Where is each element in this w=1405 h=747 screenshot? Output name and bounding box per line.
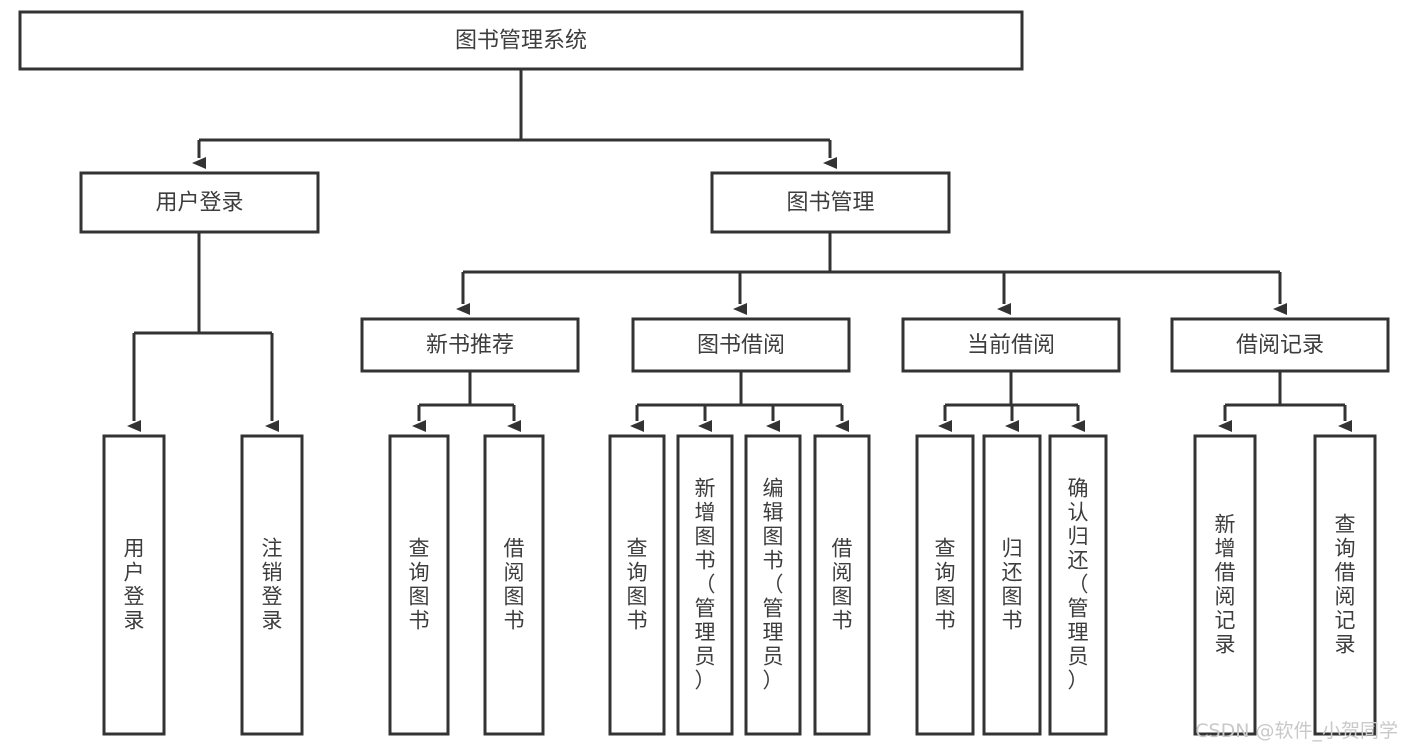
- node-box-leaf-query-book-3[interactable]: [915, 434, 975, 736]
- node-book-borrow[interactable]: 图书借阅: [631, 317, 851, 373]
- node-label-leaf-add-borrow-record: 新增借阅记录: [1215, 513, 1236, 657]
- node-label-leaf-logout: 注销登录: [262, 537, 283, 633]
- node-box-borrow-records[interactable]: [1170, 317, 1390, 373]
- node-box-leaf-logout[interactable]: [240, 434, 304, 736]
- node-leaf-query-book-2[interactable]: 查询图书: [608, 434, 666, 736]
- node-root[interactable]: 图书管理系统: [18, 10, 1024, 71]
- node-leaf-query-borrow-record[interactable]: 查询借阅记录: [1313, 434, 1377, 736]
- node-box-leaf-user-login[interactable]: [102, 434, 166, 736]
- node-box-leaf-confirm-return-admin[interactable]: [1048, 434, 1108, 736]
- node-user-login[interactable]: 用户登录: [79, 171, 320, 234]
- connector-layer: [127, 69, 1352, 432]
- node-leaf-user-login[interactable]: 用户登录: [102, 434, 166, 736]
- node-label-leaf-borrow-book-2: 借阅图书: [832, 537, 853, 633]
- node-leaf-logout[interactable]: 注销登录: [240, 434, 304, 736]
- node-label-book-borrow: 图书借阅: [697, 333, 785, 358]
- node-leaf-borrow-book-2[interactable]: 借阅图书: [813, 434, 871, 736]
- node-book-management[interactable]: 图书管理: [710, 171, 951, 234]
- node-label-leaf-confirm-return-admin: 确认归还（管理员）: [1068, 477, 1089, 693]
- node-leaf-borrow-book-1[interactable]: 借阅图书: [483, 434, 545, 736]
- node-label-current-borrow: 当前借阅: [967, 333, 1055, 358]
- node-label-leaf-borrow-book-1: 借阅图书: [504, 537, 525, 633]
- node-box-current-borrow[interactable]: [901, 317, 1121, 373]
- node-box-leaf-return-book[interactable]: [982, 434, 1042, 736]
- node-box-leaf-edit-book-admin[interactable]: [744, 434, 802, 736]
- node-layer: 图书管理系统用户登录图书管理新书推荐图书借阅当前借阅借阅记录用户登录注销登录查询…: [18, 10, 1390, 736]
- node-label-leaf-query-borrow-record: 查询借阅记录: [1335, 513, 1356, 657]
- node-leaf-edit-book-admin[interactable]: 编辑图书（管理员）: [744, 434, 802, 736]
- node-leaf-query-book-3[interactable]: 查询图书: [915, 434, 975, 736]
- node-box-book-borrow[interactable]: [631, 317, 851, 373]
- node-current-borrow[interactable]: 当前借阅: [901, 317, 1121, 373]
- node-box-leaf-borrow-book-1[interactable]: [483, 434, 545, 736]
- node-label-book-management: 图书管理: [786, 191, 874, 216]
- node-label-leaf-add-book-admin: 新增图书（管理员）: [695, 477, 716, 693]
- node-leaf-query-book-1[interactable]: 查询图书: [388, 434, 450, 736]
- node-label-borrow-records: 借阅记录: [1236, 333, 1324, 358]
- node-box-leaf-query-book-2[interactable]: [608, 434, 666, 736]
- node-label-new-book-recommend: 新书推荐: [426, 333, 514, 358]
- node-label-leaf-query-book-1: 查询图书: [409, 537, 430, 633]
- node-box-leaf-add-book-admin[interactable]: [676, 434, 734, 736]
- node-leaf-add-book-admin[interactable]: 新增图书（管理员）: [676, 434, 734, 736]
- node-box-leaf-borrow-book-2[interactable]: [813, 434, 871, 736]
- node-box-root[interactable]: [18, 10, 1024, 71]
- node-box-new-book-recommend[interactable]: [360, 317, 580, 373]
- node-label-leaf-return-book: 归还图书: [1002, 537, 1023, 633]
- node-box-leaf-add-borrow-record[interactable]: [1193, 434, 1257, 736]
- node-box-user-login[interactable]: [79, 171, 320, 234]
- node-box-book-management[interactable]: [710, 171, 951, 234]
- node-label-root: 图书管理系统: [455, 29, 587, 54]
- node-leaf-add-borrow-record[interactable]: 新增借阅记录: [1193, 434, 1257, 736]
- node-label-user-login: 用户登录: [155, 191, 243, 216]
- node-leaf-return-book[interactable]: 归还图书: [982, 434, 1042, 736]
- node-borrow-records[interactable]: 借阅记录: [1170, 317, 1390, 373]
- node-box-leaf-query-borrow-record[interactable]: [1313, 434, 1377, 736]
- node-new-book-recommend[interactable]: 新书推荐: [360, 317, 580, 373]
- node-label-leaf-query-book-3: 查询图书: [935, 537, 956, 633]
- node-label-leaf-query-book-2: 查询图书: [627, 537, 648, 633]
- node-label-leaf-user-login: 用户登录: [124, 537, 145, 633]
- csdn-watermark: CSDN @软件_小贺同学: [1195, 720, 1398, 742]
- node-label-leaf-edit-book-admin: 编辑图书（管理员）: [763, 477, 784, 693]
- node-leaf-confirm-return-admin[interactable]: 确认归还（管理员）: [1048, 434, 1108, 736]
- node-box-leaf-query-book-1[interactable]: [388, 434, 450, 736]
